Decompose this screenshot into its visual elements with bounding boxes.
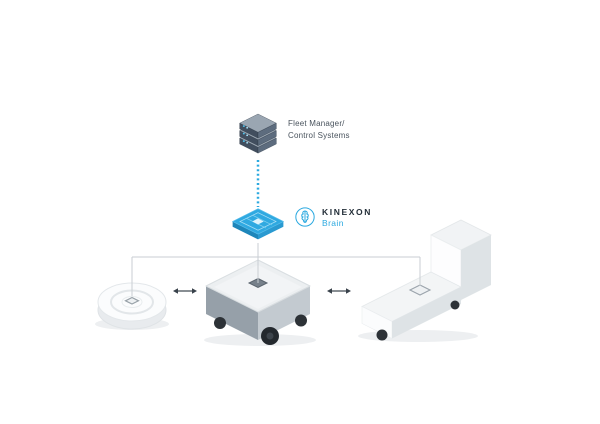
logo-text: KINEXON Brain [322,207,372,228]
kinexon-brain-logo: KINEXON Brain [294,206,372,228]
disc-robot [92,272,172,332]
bidirectional-arrow-icon [327,288,351,294]
disc-robot-icon [95,282,169,330]
brand-name: KINEXON [322,206,372,217]
fleet-manager-label-line1: Fleet Manager/ [288,119,345,128]
server-stack-icon [239,113,277,154]
fleet-manager-label-line2: Control Systems [288,130,350,140]
bidirectional-arrow-icon [173,288,197,294]
brain-module [230,206,286,243]
tugger-truck-icon [358,219,492,342]
left-exchange-arrow [172,286,198,296]
agv-robot [198,252,318,347]
fleet-manager-label: Fleet Manager/ Control Systems [288,118,350,141]
brain-module-chip-icon [231,208,285,240]
fleet-manager-server [233,112,283,156]
right-exchange-arrow [326,286,352,296]
product-name: Brain [322,217,344,228]
brain-icon [295,207,315,227]
agv-robot-icon [204,259,316,346]
tugger-truck [356,214,496,344]
